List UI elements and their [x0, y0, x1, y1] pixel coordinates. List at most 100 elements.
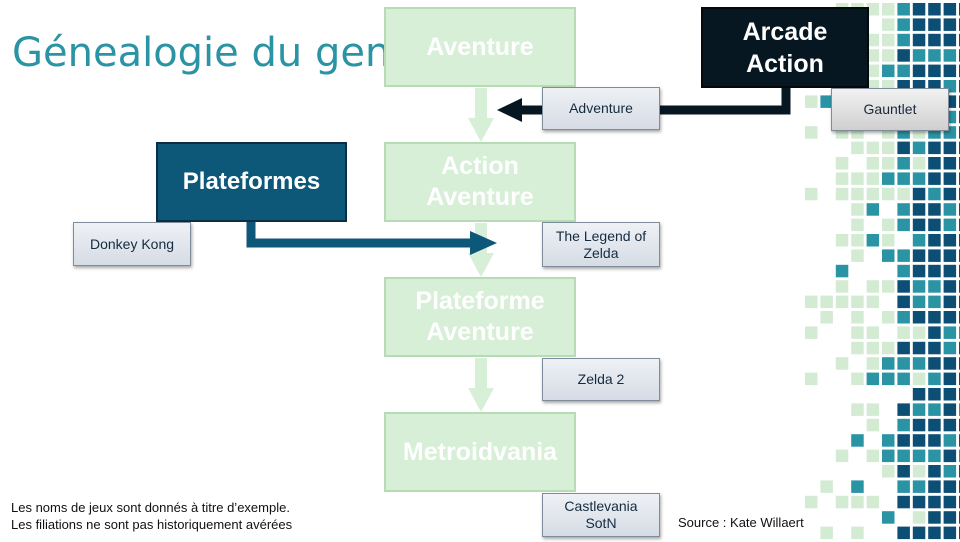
genre-metroidvania: Metroidvania — [384, 412, 576, 492]
mosaic-tile — [882, 49, 895, 62]
mosaic-tile — [897, 3, 910, 16]
mosaic-tile — [943, 403, 957, 416]
mosaic-tile — [912, 311, 926, 324]
mosaic-tile — [943, 141, 957, 155]
mosaic-tile — [912, 526, 926, 540]
mosaic-tile — [928, 49, 941, 62]
mosaic-tile — [943, 264, 957, 278]
mosaic-tile — [805, 95, 818, 108]
mosaic-tile — [866, 3, 880, 16]
mosaic-tile — [835, 264, 849, 278]
mosaic-tile — [912, 157, 926, 170]
mosaic-tile — [928, 203, 941, 216]
mosaic-tile — [928, 480, 941, 493]
mosaic-tile — [897, 403, 910, 416]
mosaic-tile — [851, 234, 864, 247]
mosaic-tile — [943, 526, 957, 540]
mosaic-tile — [851, 141, 864, 155]
mosaic-tile — [835, 157, 849, 170]
mosaic-tile — [820, 480, 833, 493]
mosaic-tile — [943, 218, 957, 232]
mosaic-tile — [897, 326, 910, 339]
game-adventure: Adventure — [542, 87, 660, 130]
mosaic-tile — [897, 480, 910, 493]
mosaic-tile — [928, 33, 941, 47]
mosaic-tile — [928, 295, 941, 309]
arrow-aventure-to-action — [468, 88, 494, 142]
mosaic-tile — [851, 326, 864, 339]
mosaic-tile — [897, 465, 910, 478]
mosaic-tile — [912, 18, 926, 31]
mosaic-tile — [912, 449, 926, 463]
mosaic-tile — [943, 64, 957, 78]
mosaic-tile — [851, 218, 864, 232]
mosaic-tile — [805, 372, 818, 386]
mosaic-tile — [928, 264, 941, 278]
mosaic-tile — [928, 434, 941, 447]
mosaic-tile — [851, 372, 864, 386]
mosaic-tile — [897, 495, 910, 509]
mosaic-tile — [805, 326, 818, 339]
footnote-line-1: Les noms de jeux sont donnés à titre d’e… — [11, 500, 290, 515]
mosaic-tile — [912, 465, 926, 478]
mosaic-tile — [943, 449, 957, 463]
mosaic-tile — [805, 187, 818, 201]
mosaic-tile — [943, 33, 957, 47]
mosaic-tile — [912, 388, 926, 401]
mosaic-tile — [943, 434, 957, 447]
mosaic-tile — [928, 280, 941, 293]
mosaic-tile — [851, 203, 864, 216]
mosaic-tile — [928, 341, 941, 355]
mosaic-tile — [912, 511, 926, 524]
mosaic-tile — [851, 434, 864, 447]
mosaic-tile — [866, 357, 880, 370]
mosaic-tile — [943, 280, 957, 293]
mosaic-tile — [866, 326, 880, 339]
mosaic-tile — [943, 295, 957, 309]
mosaic-tile — [928, 526, 941, 540]
mosaic-tile — [928, 326, 941, 339]
genre-aventure: Aventure — [384, 7, 576, 87]
mosaic-tile — [851, 526, 864, 540]
mosaic-tile — [866, 372, 880, 386]
genre-action-aventure: Action Aventure — [384, 142, 576, 222]
mosaic-tile — [943, 172, 957, 185]
mosaic-tile — [897, 264, 910, 278]
mosaic-tile — [835, 234, 849, 247]
game-zelda-2: Zelda 2 — [542, 358, 660, 401]
mosaic-tile — [912, 218, 926, 232]
mosaic-tile — [928, 388, 941, 401]
mosaic-tile — [897, 418, 910, 432]
mosaic-tile — [912, 280, 926, 293]
mosaic-tile — [912, 434, 926, 447]
mosaic-tile — [866, 172, 880, 185]
mosaic-tile — [882, 234, 895, 247]
mosaic-tile — [866, 49, 880, 62]
mosaic-tile — [805, 126, 818, 139]
mosaic-tile — [912, 187, 926, 201]
mosaic-tile — [882, 157, 895, 170]
mosaic-tile — [897, 372, 910, 386]
mosaic-tile — [835, 172, 849, 185]
mosaic-tile — [928, 218, 941, 232]
mosaic-tile — [835, 280, 849, 293]
mosaic-tile — [866, 280, 880, 293]
mosaic-tile — [897, 249, 910, 262]
mosaic-tile — [912, 326, 926, 339]
mosaic-tile — [820, 95, 833, 108]
mosaic-tile — [882, 3, 895, 16]
mosaic-tile — [912, 249, 926, 262]
mosaic-tile — [912, 372, 926, 386]
mosaic-tile — [851, 403, 864, 416]
mosaic-tile — [912, 295, 926, 309]
mosaic-tile — [851, 295, 864, 309]
page-title: Génealogie du genre — [12, 30, 431, 76]
mosaic-tile — [851, 172, 864, 185]
mosaic-tile — [897, 449, 910, 463]
mosaic-tile — [943, 3, 957, 16]
mosaic-tile — [897, 141, 910, 155]
mosaic-tile — [882, 449, 895, 463]
mosaic-tile — [851, 311, 864, 324]
mosaic-tile — [928, 311, 941, 324]
